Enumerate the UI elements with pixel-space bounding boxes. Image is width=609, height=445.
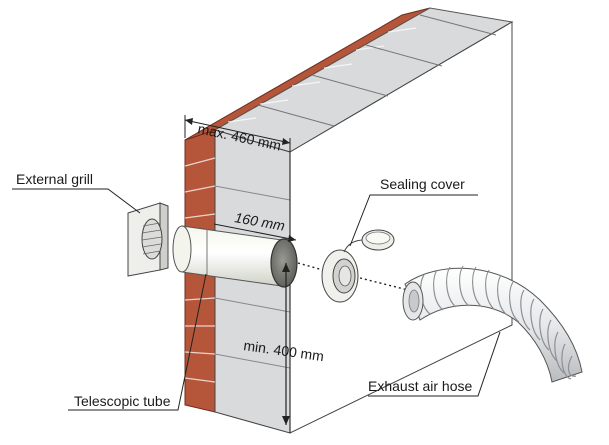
tube-end-cap bbox=[270, 238, 298, 288]
label-external-grill: External grill bbox=[16, 171, 93, 187]
leader-exhaust-hose bbox=[368, 331, 501, 397]
label-sealing-cover: Sealing cover bbox=[380, 176, 465, 192]
leader-telescopic-tube bbox=[68, 273, 207, 411]
label-exhaust-air-hose: Exhaust air hose bbox=[368, 378, 472, 394]
leader-external-grill bbox=[12, 188, 141, 214]
telescopic-tube bbox=[172, 225, 298, 288]
sealing-cover bbox=[321, 229, 395, 303]
dimension-height bbox=[282, 263, 290, 425]
leader-sealing-cover bbox=[349, 194, 478, 247]
external-grill bbox=[127, 202, 169, 277]
dimension-tube-length bbox=[213, 223, 297, 242]
label-telescopic-tube: Telescopic tube bbox=[74, 393, 171, 409]
exhaust-air-hose bbox=[402, 265, 583, 383]
leader-lines bbox=[12, 188, 501, 411]
alignment-dotted-line bbox=[297, 262, 331, 273]
dimension-wall-thickness bbox=[184, 115, 291, 152]
alignment-dotted-line-2 bbox=[359, 277, 409, 291]
wall bbox=[184, 7, 514, 434]
